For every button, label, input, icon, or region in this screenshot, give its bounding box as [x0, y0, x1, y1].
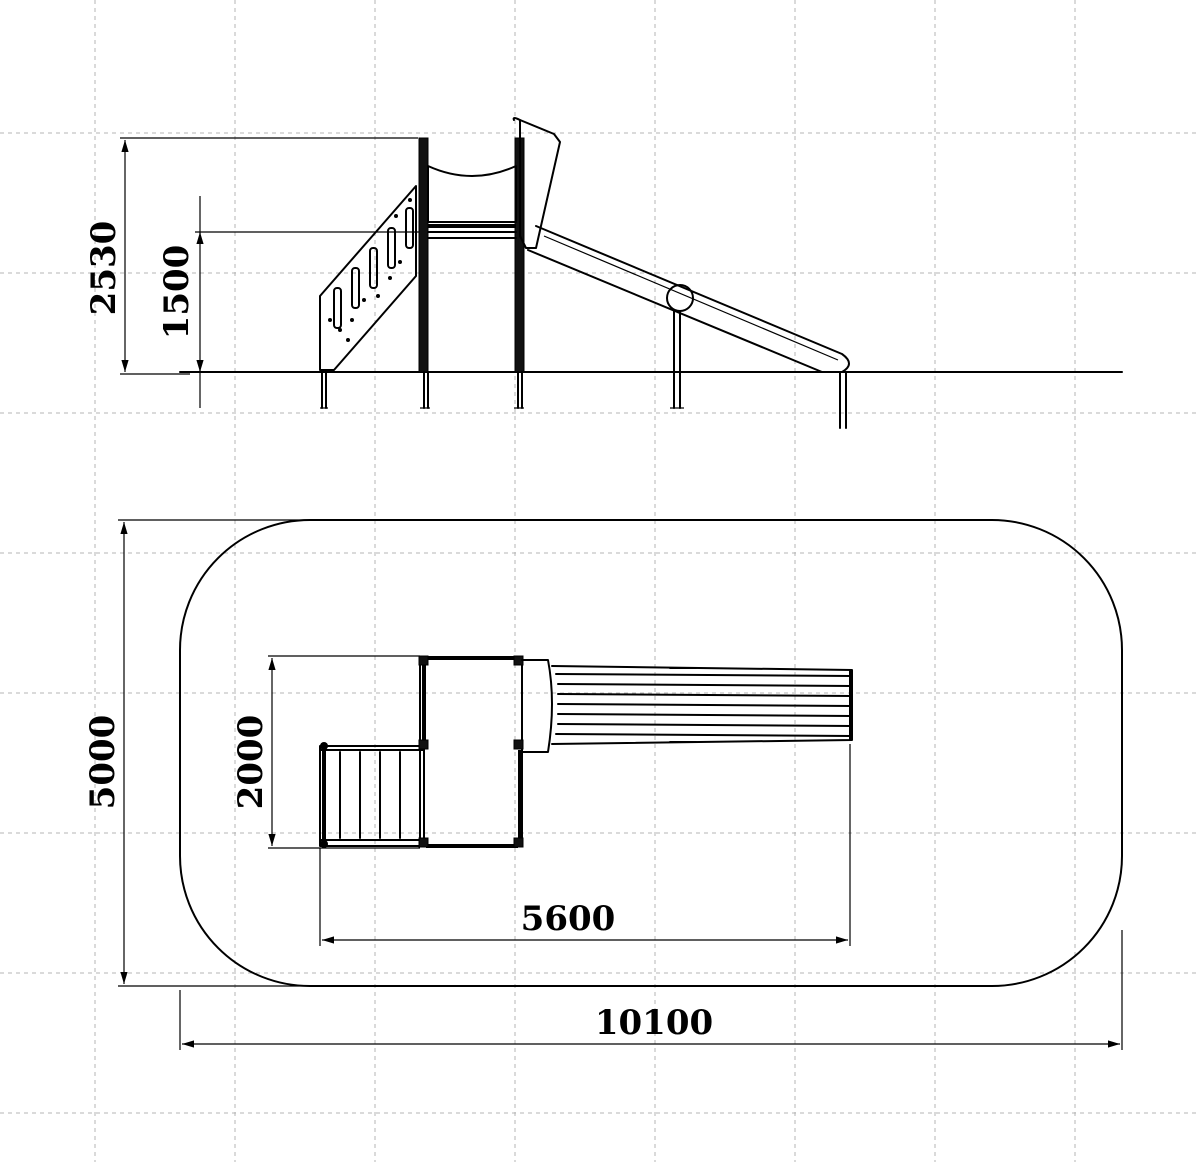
stair-plan [319, 742, 425, 848]
zone-length-label: 10100 [595, 1003, 713, 1043]
side-elevation-view: 2530 1500 [84, 117, 1123, 429]
overall-height-label: 2530 [84, 221, 124, 316]
equipment-length-label: 5600 [521, 899, 616, 939]
stair-ladder [319, 185, 417, 409]
platform-plan [418, 655, 553, 848]
equipment-depth-label: 2000 [231, 715, 271, 810]
slide-chute [512, 117, 850, 429]
platform-height-label: 1500 [157, 245, 197, 340]
slide-plan [551, 665, 853, 745]
safety-zone-outline [179, 519, 1123, 987]
zone-width-label: 5000 [83, 715, 123, 810]
plan-view: 5000 2000 5600 10100 [83, 519, 1123, 1050]
